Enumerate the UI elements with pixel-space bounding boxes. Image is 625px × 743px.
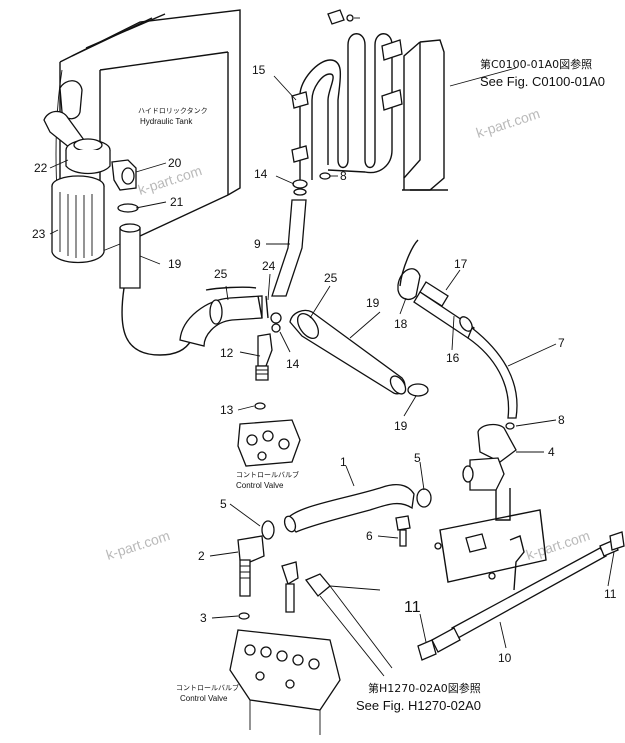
callout-17: 17 (454, 257, 468, 271)
control-valve-upper (237, 419, 301, 467)
callout-11-right: 11 (604, 587, 617, 601)
callout-14-top: 14 (254, 167, 268, 181)
lower-bracket (434, 509, 547, 591)
callout-21: 21 (170, 195, 184, 209)
control-valve-upper-label-jp: コントロールバルブ (236, 470, 299, 479)
part-11-fitting-right (609, 531, 625, 551)
callout-15: 15 (252, 63, 266, 77)
callout-6: 6 (366, 529, 373, 543)
callout-4: 4 (548, 445, 555, 459)
callout-5-left: 5 (220, 497, 227, 511)
callout-19-lower: 19 (394, 419, 408, 433)
part-14-fitting-top (292, 179, 308, 196)
hydraulic-tank (55, 9, 241, 263)
part-9-tube (271, 199, 307, 297)
part-6-bolt (395, 515, 411, 547)
part-18-pipe (399, 239, 419, 287)
part-5-ring-right (416, 488, 432, 508)
callout-19-left: 19 (168, 257, 182, 271)
part-15-oil-cooler-coil (291, 9, 403, 180)
control-valve-lower-label-jp: コントロールバルブ (176, 683, 239, 692)
part-1-hose-end (283, 515, 297, 533)
part-24-clamp (257, 295, 269, 319)
callout-7: 7 (558, 336, 565, 350)
callout-12: 12 (220, 346, 234, 360)
part-4-tee-fitting (462, 423, 517, 521)
control-valve-lower (229, 629, 341, 735)
part-8-o-ring-right (505, 422, 515, 430)
part-14-fitting-lower (270, 312, 282, 333)
part-5-ring-left (261, 520, 275, 540)
callout-13: 13 (220, 403, 234, 417)
reference-bottom-jp: 第H1270-02A0図参照 (368, 681, 481, 695)
part-21-o-ring (117, 203, 139, 213)
cooler-bracket (402, 39, 448, 191)
part-8-o-ring-top (319, 172, 331, 180)
plug-fitting (281, 561, 299, 613)
hydraulic-tank-label-en: Hydraulic Tank (140, 117, 193, 126)
callout-10: 10 (498, 651, 512, 665)
part-10-hose (431, 539, 619, 653)
callout-18: 18 (394, 317, 408, 331)
callout-9: 9 (254, 237, 261, 251)
callout-5-right: 5 (414, 451, 421, 465)
callout-20: 20 (168, 156, 182, 170)
tank-elbow-pipe (43, 80, 85, 149)
part-2-elbow-fitting (237, 535, 265, 597)
part-12-elbow-fitting (255, 333, 273, 381)
callout-23: 23 (32, 227, 46, 241)
reference-bottom-en: See Fig. H1270-02A0 (356, 698, 481, 713)
part-3-o-ring (238, 612, 250, 620)
callout-25-left: 25 (214, 267, 228, 281)
reference-top-en: See Fig. C0100-01A0 (480, 74, 605, 89)
leader-lines (49, 67, 615, 649)
part-18-elbow (397, 268, 421, 301)
callout-8-right: 8 (558, 413, 565, 427)
watermark-2: k-part.com (474, 105, 542, 141)
part-20-elbow (111, 159, 137, 191)
control-valve-lower-label-en: Control Valve (180, 694, 228, 703)
part-19-hose-middle (289, 309, 407, 395)
callout-14-lower: 14 (286, 357, 300, 371)
callout-11-left: 11 (404, 599, 421, 616)
reference-top-jp: 第C0100-01A0図参照 (480, 57, 592, 71)
callout-25-right: 25 (324, 271, 338, 285)
part-25-hose-left (179, 286, 263, 347)
callout-16: 16 (446, 351, 460, 365)
callout-19-middle: 19 (366, 296, 380, 310)
part-13-o-ring (254, 402, 266, 410)
control-valve-upper-label-en: Control Valve (236, 481, 284, 490)
hydraulic-tank-label-jp: ハイドロリックタンク (138, 106, 208, 115)
callout-3: 3 (200, 611, 207, 625)
callout-22: 22 (34, 161, 48, 175)
part-23-filter (51, 175, 105, 264)
callout-1: 1 (340, 455, 347, 469)
part-7-hose (467, 326, 518, 419)
part-22-filter-head (65, 138, 111, 175)
part-19-clamp-ring (407, 383, 429, 397)
callout-2: 2 (198, 549, 205, 563)
callout-8-top: 8 (340, 169, 347, 183)
callout-24: 24 (262, 259, 276, 273)
part-1-hose (285, 483, 415, 533)
watermark-3: k-part.com (104, 527, 172, 563)
part-11-fitting-left (417, 639, 437, 661)
